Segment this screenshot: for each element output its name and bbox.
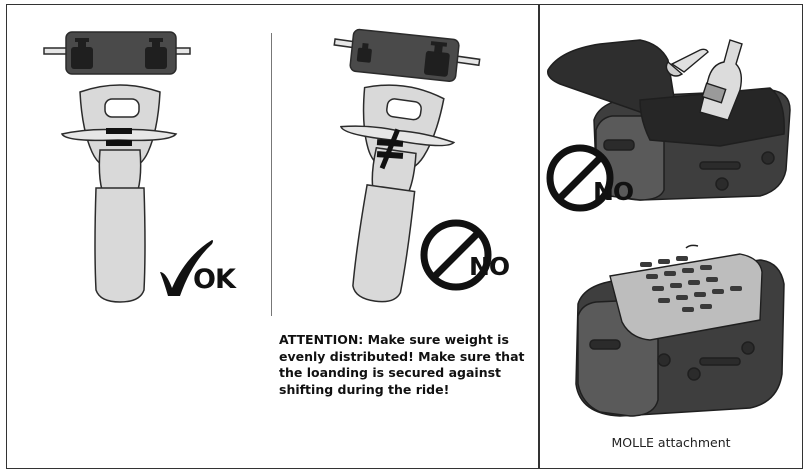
no-sign-icon <box>546 144 614 212</box>
bottle-icon <box>699 39 743 121</box>
no-label-balance: NO <box>469 252 510 281</box>
knife-icon <box>665 48 709 77</box>
motorcycle-top-view-icon <box>43 47 191 303</box>
molle-panel-icon <box>609 253 763 341</box>
no-sign-icon <box>420 219 492 291</box>
ok-label: OK <box>193 264 236 295</box>
attention-text: ATTENTION: Make sure weight is evenly di… <box>279 332 525 397</box>
weight-rack <box>349 28 460 82</box>
not-equal-sign <box>376 128 404 170</box>
panel-divider <box>538 4 540 469</box>
molle-caption: MOLLE attachment <box>611 435 731 450</box>
checkmark-icon <box>160 240 213 296</box>
tail-bag-icon <box>547 39 791 201</box>
center-divider <box>271 33 272 316</box>
weight-icon <box>356 42 372 63</box>
no-label-loading: NO <box>593 177 634 206</box>
equal-sign <box>106 128 132 146</box>
weight-icon <box>71 38 93 69</box>
weight-rack <box>65 31 177 75</box>
weight-icon <box>423 41 450 77</box>
weight-icon <box>145 38 167 69</box>
